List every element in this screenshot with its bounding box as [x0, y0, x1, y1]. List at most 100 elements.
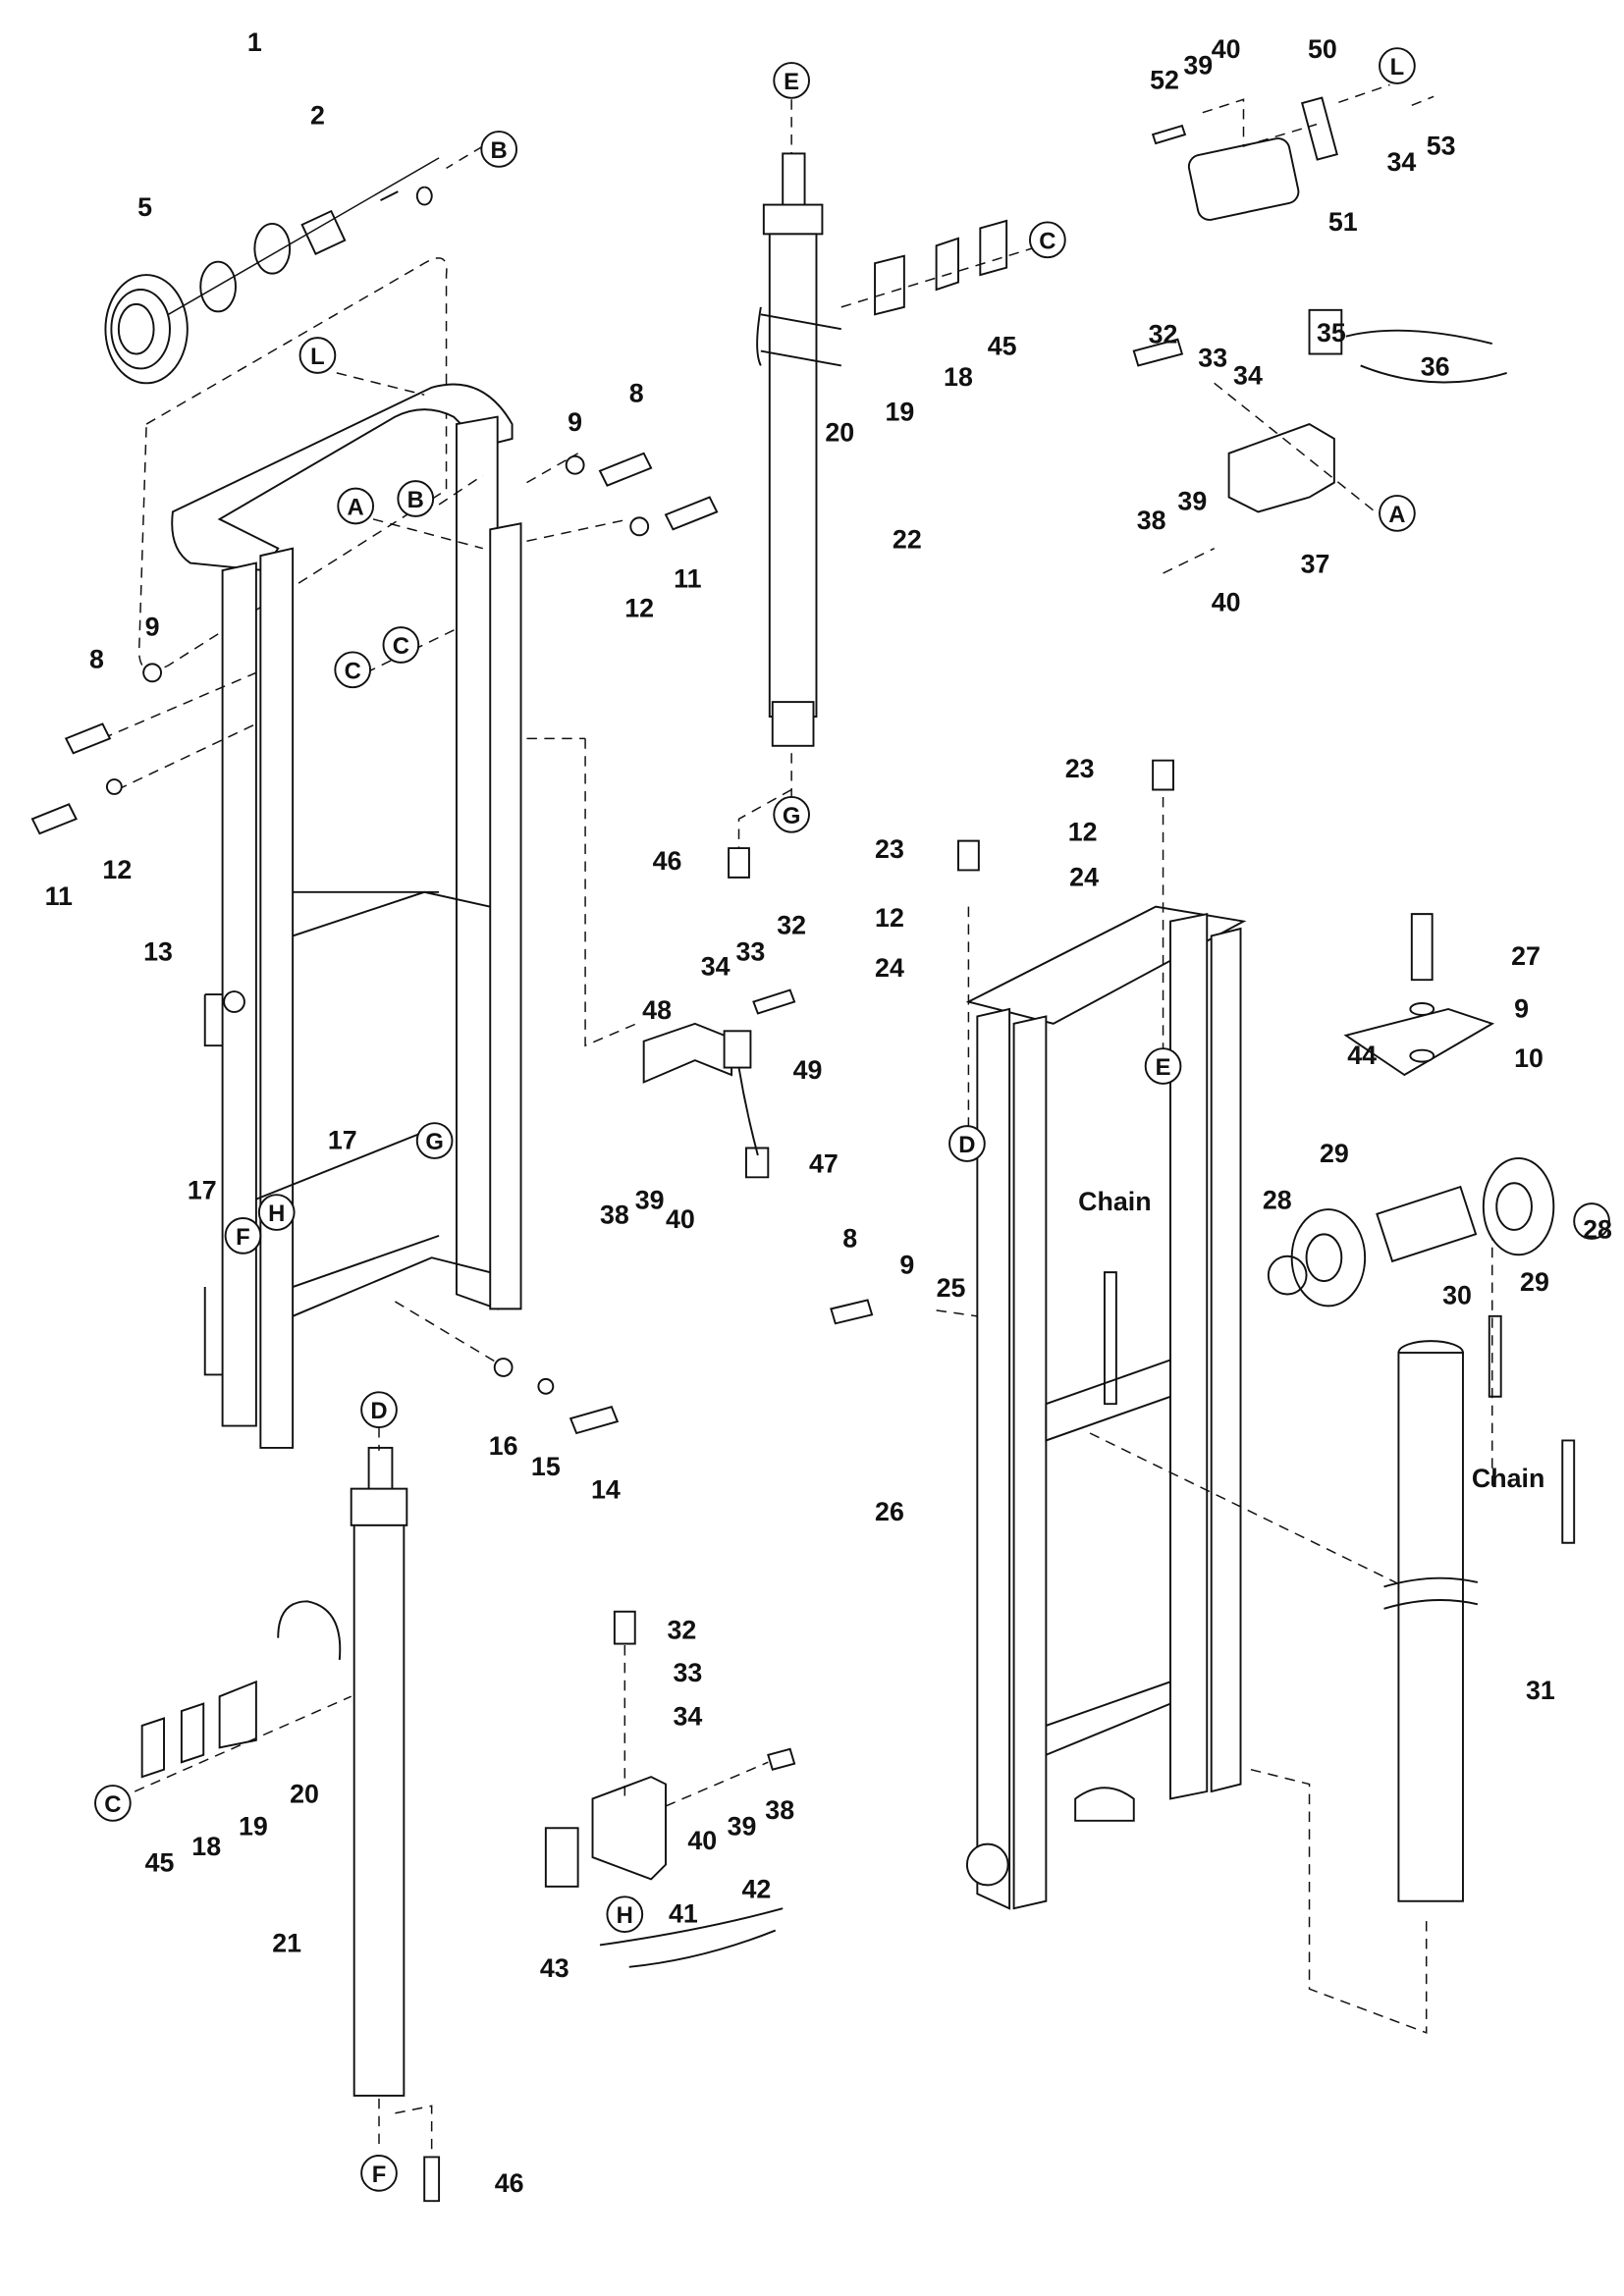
part-number-callout: 29: [1520, 1267, 1549, 1297]
part-number-callout: 38: [765, 1795, 794, 1825]
part-number-callout: 39: [1183, 51, 1213, 80]
part-number-callout: 46: [495, 2168, 524, 2198]
lamp-assembly: [1132, 83, 1507, 574]
reference-letter: C: [104, 1791, 121, 1818]
part-number-callout: 49: [793, 1055, 823, 1085]
part-number-callout: 11: [45, 881, 73, 911]
reference-letter: H: [268, 1201, 285, 1227]
part-number-callout: 28: [1583, 1214, 1612, 1244]
part-number-callout: 38: [600, 1201, 629, 1230]
circle-marker: [337, 487, 375, 525]
part-number-callout: 13: [143, 936, 173, 966]
part-number-callout: 44: [1347, 1041, 1377, 1070]
part-number-callout: 21: [272, 1929, 301, 1958]
part-number-callout: 32: [668, 1616, 697, 1645]
part-number-callout: 15: [531, 1452, 561, 1481]
part-number-callout: 18: [944, 362, 973, 392]
roller-assembly: [104, 157, 440, 385]
reference-letter-marker: A: [1379, 495, 1416, 532]
reference-letter-marker: B: [397, 480, 435, 517]
part-number-callout: 32: [777, 911, 806, 940]
inner-mast-frame: [965, 905, 1247, 1910]
part-number-callout: 51: [1328, 207, 1358, 237]
reference-letter: E: [1156, 1054, 1171, 1081]
assembly-boundary: [137, 257, 448, 671]
reference-letter: L: [310, 344, 325, 370]
part-number-callout: 45: [988, 332, 1017, 361]
part-number-callout: 1: [247, 27, 262, 57]
circle-marker: [773, 62, 810, 99]
part-number-callout: 34: [701, 951, 731, 981]
part-number-callout: 17: [188, 1175, 217, 1204]
part-number-callout: 40: [666, 1204, 695, 1234]
part-number-callout: 10: [1514, 1043, 1543, 1073]
part-number-callout: 12: [1068, 817, 1098, 846]
part-number-callout: 24: [875, 953, 904, 983]
part-number-callout: 37: [1301, 550, 1330, 579]
circle-marker: [94, 1785, 132, 1822]
reference-letter-marker: L: [1379, 47, 1416, 84]
part-number-callout: 11: [674, 564, 701, 594]
reference-letter: H: [617, 1902, 633, 1929]
chain-label: Chain: [1078, 1187, 1151, 1216]
circle-marker: [773, 795, 810, 833]
reference-letter: L: [1390, 54, 1405, 80]
part-number-callout: 43: [540, 1953, 569, 1983]
reference-letter: E: [784, 69, 799, 95]
part-number-callout: 8: [842, 1223, 857, 1253]
circle-marker: [415, 1122, 454, 1159]
part-number-callout: 40: [687, 1826, 717, 1855]
switch-bracket-41: [544, 1610, 796, 1968]
part-number-callout: 53: [1427, 132, 1456, 161]
part-number-callout: 36: [1421, 352, 1450, 382]
reference-letter: B: [491, 137, 508, 164]
part-number-callout: 39: [635, 1186, 665, 1215]
part-number-callout: 52: [1150, 66, 1179, 95]
part-number-callout: 26: [875, 1497, 904, 1526]
part-number-callout: 27: [1511, 941, 1541, 971]
circle-marker: [480, 131, 518, 168]
part-number-callout: 40: [1212, 587, 1241, 616]
circle-marker: [382, 626, 420, 664]
reference-letter: D: [958, 1132, 975, 1158]
circle-marker: [334, 651, 372, 689]
circle-marker: [224, 1217, 262, 1255]
reference-letter-marker: E: [773, 62, 810, 99]
part-number-callout: 12: [102, 855, 132, 884]
part-number-callout: 9: [568, 407, 582, 437]
part-number-callout: 24: [1069, 862, 1099, 891]
circle-marker: [606, 1896, 644, 1934]
reference-letter: F: [236, 1224, 250, 1251]
part-number-callout: 8: [89, 644, 104, 673]
circle-marker: [948, 1125, 986, 1162]
part-number-callout: 19: [239, 1811, 268, 1841]
part-number-callout: 9: [145, 613, 160, 642]
reference-letter-marker: D: [360, 1391, 398, 1429]
part-number-callout: 29: [1320, 1139, 1349, 1168]
circle-marker: [1029, 221, 1066, 259]
reference-letter: C: [345, 658, 361, 684]
part-number-callout: 35: [1317, 318, 1346, 347]
part-number-callout: 17: [328, 1126, 357, 1155]
part-number-callout: 9: [1514, 994, 1529, 1024]
part-number-callout: 22: [893, 524, 922, 554]
part-number-callout: 33: [1198, 344, 1227, 373]
part-number-callout: 33: [673, 1658, 702, 1687]
part-number-callout: 8: [629, 378, 644, 407]
chain-label: Chain: [1472, 1464, 1544, 1493]
part-number-callout: 20: [290, 1780, 319, 1809]
part-number-callout: 39: [1177, 487, 1207, 516]
circle-marker: [360, 2155, 398, 2192]
part-number-callout: 40: [1212, 34, 1241, 64]
part-number-callout: 33: [736, 936, 766, 966]
reference-letter: F: [372, 2162, 387, 2188]
free-lift-cylinder-31: [1267, 913, 1610, 1902]
outer-mast-frame: [171, 383, 522, 1449]
reference-letter: C: [393, 633, 409, 660]
part-number-callout: 34: [673, 1702, 702, 1732]
reference-letter-marker: G: [415, 1122, 454, 1159]
reference-letter-marker: C: [1029, 221, 1066, 259]
part-number-callout: 31: [1526, 1676, 1555, 1705]
reference-letter-marker: C: [334, 651, 372, 689]
